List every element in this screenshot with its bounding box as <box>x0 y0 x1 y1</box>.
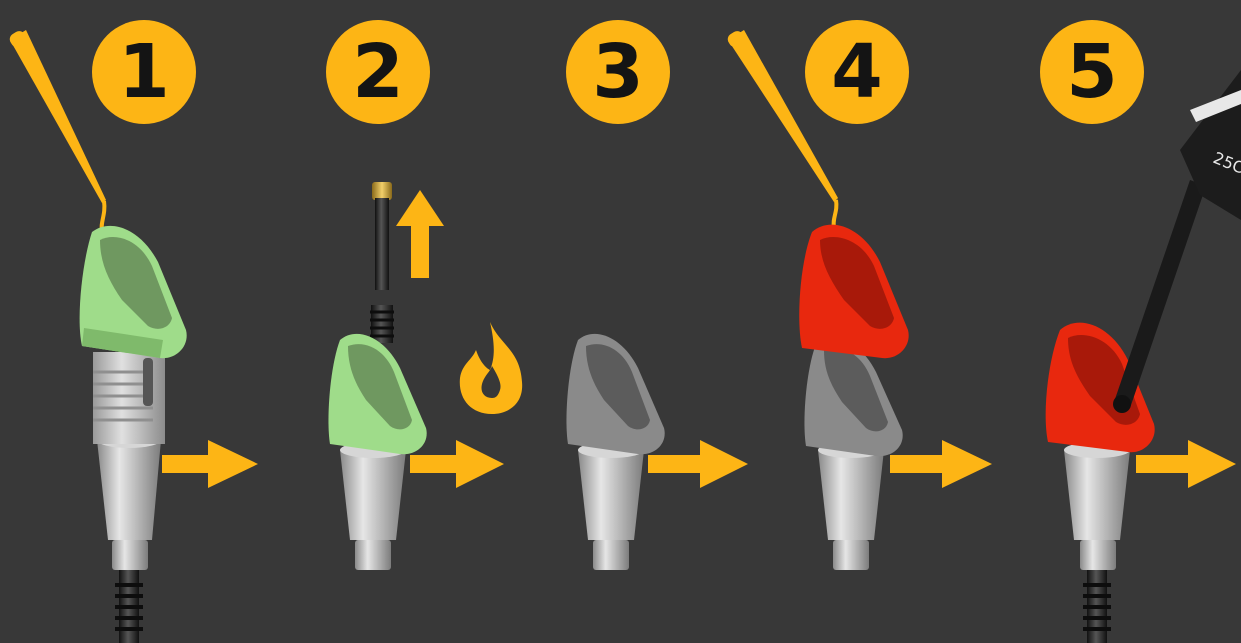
right-arrow-icon <box>410 440 504 488</box>
red-cap <box>799 225 908 359</box>
screw-shaft <box>1083 566 1111 643</box>
pen-tool-icon <box>726 29 838 228</box>
right-arrow-icon <box>648 440 748 488</box>
right-arrow-icon <box>162 440 258 488</box>
screwdriver-icon: 25C <box>1113 70 1241 413</box>
titanium-body <box>1064 450 1130 540</box>
green-cap <box>328 334 426 454</box>
ribbed-sleeve <box>93 352 165 444</box>
lifted-screw <box>370 182 394 343</box>
step-5-illustration: 25C <box>1046 70 1241 643</box>
titanium-body <box>578 450 644 540</box>
right-arrow-icon <box>1136 440 1236 488</box>
gray-cap <box>566 334 664 454</box>
hex-base <box>112 540 148 570</box>
step-4-illustration <box>726 29 992 570</box>
step-1-illustration <box>8 29 258 643</box>
step-3-illustration <box>566 334 748 570</box>
right-arrow-icon <box>890 440 992 488</box>
step-2-illustration <box>328 182 522 570</box>
titanium-body <box>97 440 161 540</box>
titanium-body <box>340 450 406 540</box>
titanium-body <box>818 450 884 540</box>
screw-shaft <box>115 568 143 643</box>
pen-tool-icon <box>8 29 106 232</box>
up-arrow-icon <box>396 190 444 278</box>
flame-icon <box>460 322 522 414</box>
green-cap <box>80 226 187 358</box>
